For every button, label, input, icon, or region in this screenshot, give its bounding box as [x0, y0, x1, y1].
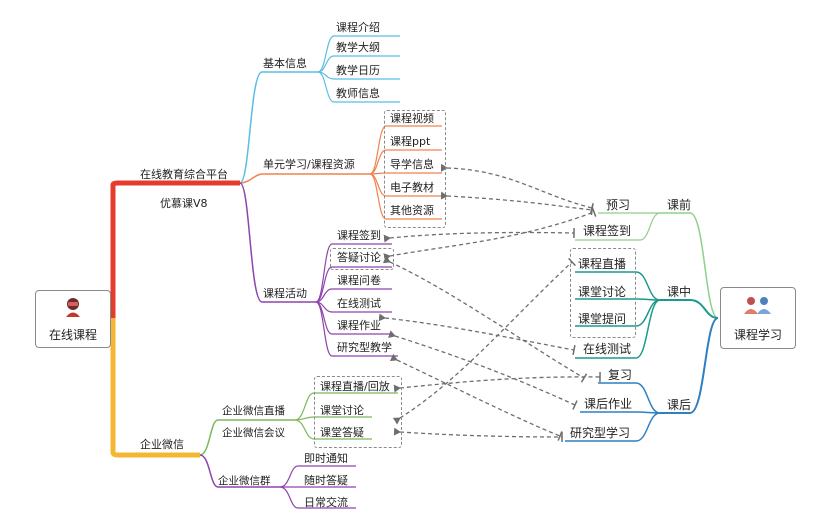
branch-wechat-group[interactable]: 企业微信群	[218, 475, 271, 487]
leaf-preview[interactable]: 预习	[606, 198, 631, 212]
platform-sublabel: 优慕课V8	[160, 197, 208, 210]
leaf-live-stream[interactable]: 课程直播	[578, 257, 627, 271]
leaf-calendar[interactable]: 教学日历	[336, 64, 380, 77]
branch-activities[interactable]: 课程活动	[263, 287, 307, 300]
branch-activity	[239, 182, 316, 303]
leaf-guide[interactable]: 导学信息	[390, 158, 434, 171]
qa-discussion-box	[330, 248, 394, 270]
phase-post	[660, 317, 719, 414]
group-people-icon	[744, 297, 771, 314]
leaf-research-learning[interactable]: 研究型学习	[570, 426, 631, 440]
leaf-class-discussion[interactable]: 课堂讨论	[320, 404, 364, 417]
left-root-label: 在线课程	[48, 328, 97, 342]
leaf-live-replay[interactable]: 课程直播/回放	[320, 380, 390, 393]
branch-basic	[239, 71, 318, 184]
branch-wechat-group	[199, 454, 280, 488]
leaf-other-resources[interactable]: 其他资源	[390, 204, 434, 217]
resource-group-box	[384, 110, 446, 228]
leaf-review[interactable]: 复习	[608, 368, 633, 382]
leaf-in-class-question[interactable]: 课堂提问	[578, 312, 627, 326]
leaf-daily-chat[interactable]: 日常交流	[304, 496, 348, 509]
branch-wechat-live	[199, 419, 295, 456]
branch-unit	[239, 173, 370, 184]
leaf-homework[interactable]: 课程作业	[337, 319, 381, 332]
branch-wechat-live[interactable]: 企业微信直播	[222, 405, 285, 417]
left-root-node[interactable]: 在线课程	[35, 290, 111, 348]
leaf-syllabus[interactable]: 教学大纲	[336, 41, 380, 54]
trunk-red	[110, 180, 240, 318]
phase-in	[660, 299, 719, 319]
student-avatar-icon	[66, 298, 80, 317]
trunk-yellow	[110, 318, 200, 458]
leaf-class-qa[interactable]: 课堂答疑	[320, 426, 364, 439]
wechat-label[interactable]: 企业微信	[140, 438, 184, 451]
phase-before-class[interactable]: 课前	[667, 198, 692, 212]
leaf-course-intro[interactable]: 课程介绍	[336, 21, 380, 34]
leaf-video[interactable]: 课程视频	[390, 112, 434, 125]
phase-pre	[660, 212, 719, 319]
leaf-after-homework[interactable]: 课后作业	[584, 397, 633, 411]
branch-unit-resources[interactable]: 单元学习/课程资源	[263, 158, 355, 171]
leaf-in-class-discussion[interactable]: 课堂讨论	[578, 285, 627, 299]
leaf-phase-checkin[interactable]: 课程签到	[583, 224, 632, 238]
leaf-qa-discussion[interactable]: 答疑讨论	[337, 251, 381, 264]
phase-after-class[interactable]: 课后	[667, 398, 692, 412]
leaf-ppt[interactable]: 课程ppt	[390, 135, 431, 148]
leaf-research-teaching[interactable]: 研究型教学	[337, 341, 392, 354]
right-root-label: 课程学习	[733, 328, 782, 342]
leaf-checkin[interactable]: 课程签到	[337, 229, 381, 242]
leaf-survey[interactable]: 课程问卷	[337, 274, 381, 287]
leaf-teacher-info[interactable]: 教师信息	[336, 87, 380, 100]
right-root-node[interactable]: 课程学习	[720, 287, 796, 349]
branch-wechat-meeting[interactable]: 企业微信会议	[222, 427, 285, 439]
phase-in-class[interactable]: 课中	[667, 285, 692, 299]
wechat-live-group-box	[314, 376, 402, 448]
in-class-group-box	[570, 248, 636, 338]
platform-label[interactable]: 在线教育综合平台	[140, 168, 228, 181]
leaf-instant-notice[interactable]: 即时通知	[304, 452, 348, 465]
branch-basic-info[interactable]: 基本信息	[263, 57, 307, 70]
leaf-ebook[interactable]: 电子教材	[390, 181, 434, 194]
leaf-anytime-qa[interactable]: 随时答疑	[304, 474, 348, 487]
leaf-online-test[interactable]: 在线测试	[337, 297, 381, 310]
leaf-phase-online-test[interactable]: 在线测试	[583, 342, 632, 356]
